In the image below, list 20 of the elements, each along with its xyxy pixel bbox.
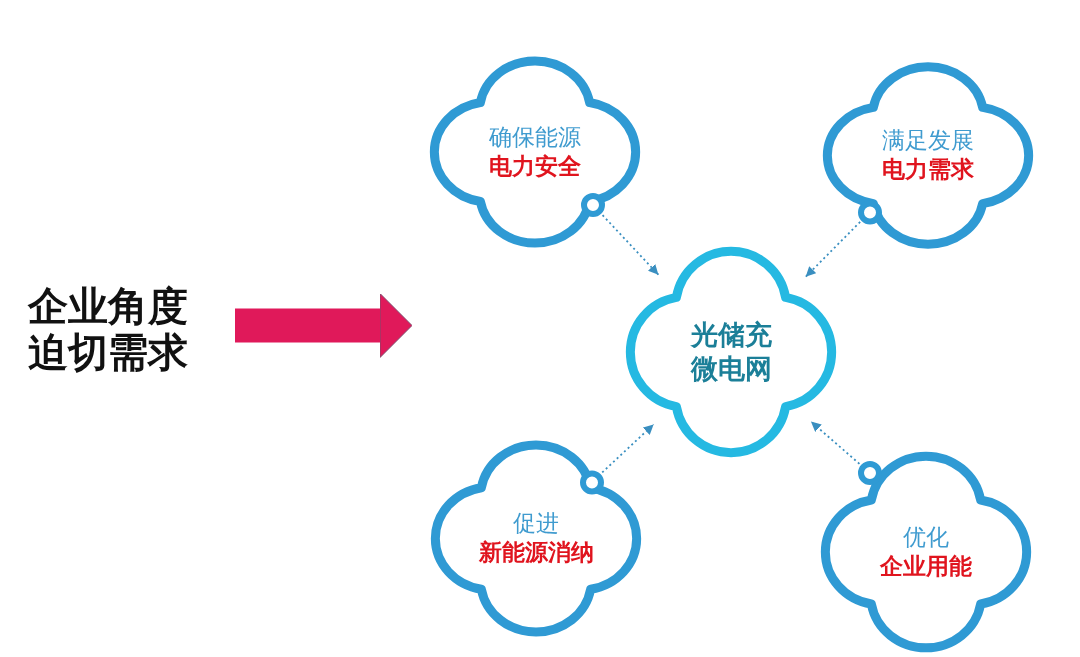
cloud-label: 企业用能: [880, 552, 972, 581]
dotted-arrow: [601, 423, 655, 474]
cloud-heading: 促进: [513, 509, 559, 538]
dotted-arrow: [810, 420, 861, 465]
cloud-heading: 确保能源: [489, 123, 581, 152]
block-arrow: [235, 293, 413, 358]
dotted-arrow: [601, 214, 660, 276]
cloud-heading: 优化: [903, 523, 949, 552]
dotted-arrow: [804, 221, 862, 278]
cloud-shape: [821, 452, 1031, 652]
cloud-shape: [430, 57, 640, 247]
cloud-label: 电力安全: [489, 152, 581, 181]
cloud-label: 电力需求: [882, 155, 974, 184]
heading-text: 企业角度迫切需求: [28, 283, 203, 375]
cloud-heading: 满足发展: [882, 126, 974, 155]
cloud-shape: [823, 62, 1033, 248]
center-label: 光储充微电网: [689, 318, 773, 386]
cloud-shape: [626, 247, 836, 457]
cloud-label: 新能源消纳: [478, 538, 594, 567]
cloud-shape: [431, 440, 641, 636]
